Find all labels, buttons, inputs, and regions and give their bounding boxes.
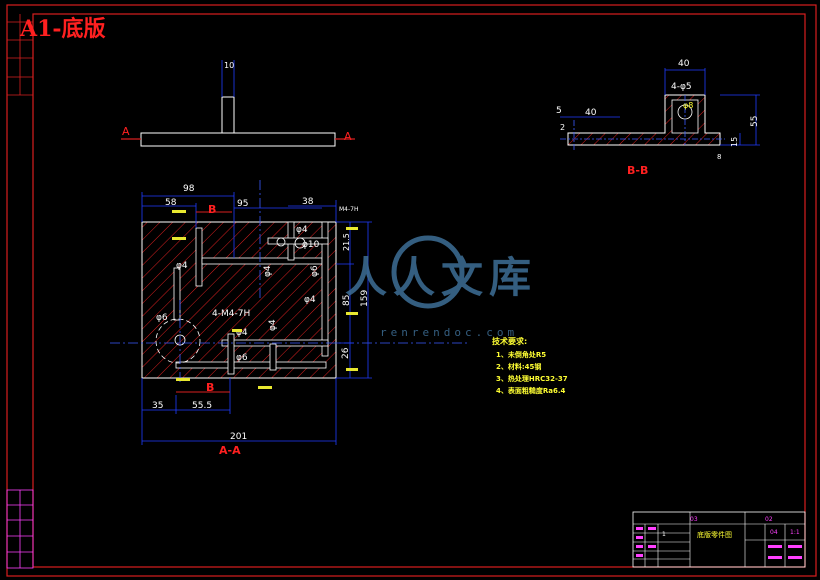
aa-phi4-c: φ4 — [296, 225, 308, 235]
bb-dim-left: 5 — [556, 106, 562, 116]
top-view-plate — [140, 132, 336, 147]
drawing-title: A1-底版 — [19, 16, 106, 42]
section-aa: 98 58 95 38 201 35 55.5 21.5 85 159 26 φ… — [110, 180, 470, 457]
aa-mini-label — [172, 237, 186, 240]
section-label-left: A — [122, 125, 130, 138]
aa-cut-b-bottom: B — [206, 381, 214, 394]
aa-phi6-a: φ6 — [310, 265, 320, 277]
aa-dim-159: 159 — [360, 290, 370, 307]
aa-phi4-e: φ4 — [236, 328, 248, 338]
top-view-stem — [221, 96, 235, 134]
tech-notes-heading: 技术要求: — [492, 336, 527, 346]
title-block-count: 1 — [662, 531, 666, 538]
aa-slot — [195, 227, 203, 287]
aa-phi4-f: φ4 — [268, 319, 278, 331]
aa-mini-label — [176, 378, 190, 381]
aa-phi10: φ10 — [302, 240, 320, 250]
bb-dim-tiny: 8 — [717, 153, 721, 161]
aa-mini-label — [346, 227, 358, 230]
aa-dim-201: 201 — [230, 432, 247, 442]
bb-dim-height: 55 — [750, 116, 760, 127]
bb-dim-width: 40 — [678, 59, 690, 69]
title-block-num-a: 03 — [690, 516, 698, 523]
title-block-scale: 1:1 — [790, 529, 800, 536]
watermark-url: renrendoc.com — [380, 326, 518, 339]
aa-dim-95: 95 — [237, 199, 248, 209]
inner-frame — [32, 13, 806, 568]
bb-dim-diameter: φ8 — [683, 101, 693, 110]
bb-dim-small: 2 — [560, 123, 565, 132]
tech-note-item: 2、材料:45钢 — [496, 362, 541, 371]
top-view: 10 A A — [121, 60, 355, 147]
aa-phi4-a: φ4 — [176, 261, 188, 271]
bb-caption: B-B — [627, 164, 648, 177]
aa-dim-55-5: 55.5 — [192, 401, 212, 411]
aa-thread: 4-M4-7H — [212, 309, 250, 319]
aa-mini-label — [232, 329, 242, 332]
aa-hole — [294, 237, 306, 249]
aa-slot — [201, 257, 323, 265]
tech-note-item: 4、表面粗糙度Ra6.4 — [496, 386, 566, 395]
aa-slot — [269, 343, 277, 371]
aa-phi4-d: φ4 — [304, 295, 316, 305]
tech-note-item: 1、未倒角处R5 — [496, 350, 546, 359]
aa-slot — [173, 267, 181, 321]
top-view-dim-thickness: 10 — [224, 61, 234, 70]
aa-mini-label — [258, 386, 272, 389]
aa-dim-98: 98 — [183, 184, 195, 194]
aa-phi6-b: φ6 — [156, 313, 168, 323]
title-block-part-name: 底版零件图 — [697, 530, 732, 539]
aa-mini-label — [172, 210, 186, 213]
aa-hole — [276, 237, 286, 247]
aa-dim-21-5: 21.5 — [342, 233, 351, 251]
title-block-code: 02 — [765, 516, 773, 523]
aa-dim-85: 85 — [342, 295, 352, 306]
aa-phi6-c: φ6 — [236, 353, 248, 363]
bb-dim-step: 40 — [585, 108, 597, 118]
aa-caption: A-A — [219, 444, 241, 457]
title-block: 底版零件图 02 03 04 1:1 1 — [632, 511, 806, 568]
aa-mini-label — [346, 368, 358, 371]
outer-frame — [6, 4, 817, 577]
watermark-ring — [391, 235, 465, 309]
aa-thread-label: M4-7H — [339, 206, 359, 213]
aa-dim-58: 58 — [165, 198, 177, 208]
watermark-text: 人人文库 — [345, 253, 537, 302]
bb-dim-edge: 15 — [730, 137, 739, 147]
aa-phi4-b: φ4 — [263, 265, 273, 277]
aa-mini-label — [346, 312, 358, 315]
section-bb: 40 4-φ5 φ8 5 40 2 55 15 8 B-B — [556, 59, 760, 177]
left-strip-top — [7, 14, 33, 96]
title-block-num-b: 04 — [770, 529, 778, 536]
aa-slot — [321, 221, 329, 357]
section-label-right: A — [344, 130, 352, 143]
tech-note-item: 3、热处理HRC32-37 — [496, 374, 568, 383]
aa-dim-26: 26 — [341, 347, 351, 359]
technical-notes: 技术要求: 1、未倒角处R5 2、材料:45钢 3、热处理HRC32-37 4、… — [492, 336, 568, 395]
aa-slot — [175, 361, 327, 369]
bb-dim-holes: 4-φ5 — [671, 82, 692, 92]
aa-cut-b-top: B — [208, 203, 216, 216]
aa-dim-38: 38 — [302, 197, 314, 207]
aa-dim-35: 35 — [152, 401, 163, 411]
left-strip-bottom — [6, 489, 34, 569]
aa-slot — [227, 333, 235, 375]
watermark: 人人文库 renrendoc.com — [345, 235, 537, 339]
aa-thread-circle — [155, 318, 201, 364]
